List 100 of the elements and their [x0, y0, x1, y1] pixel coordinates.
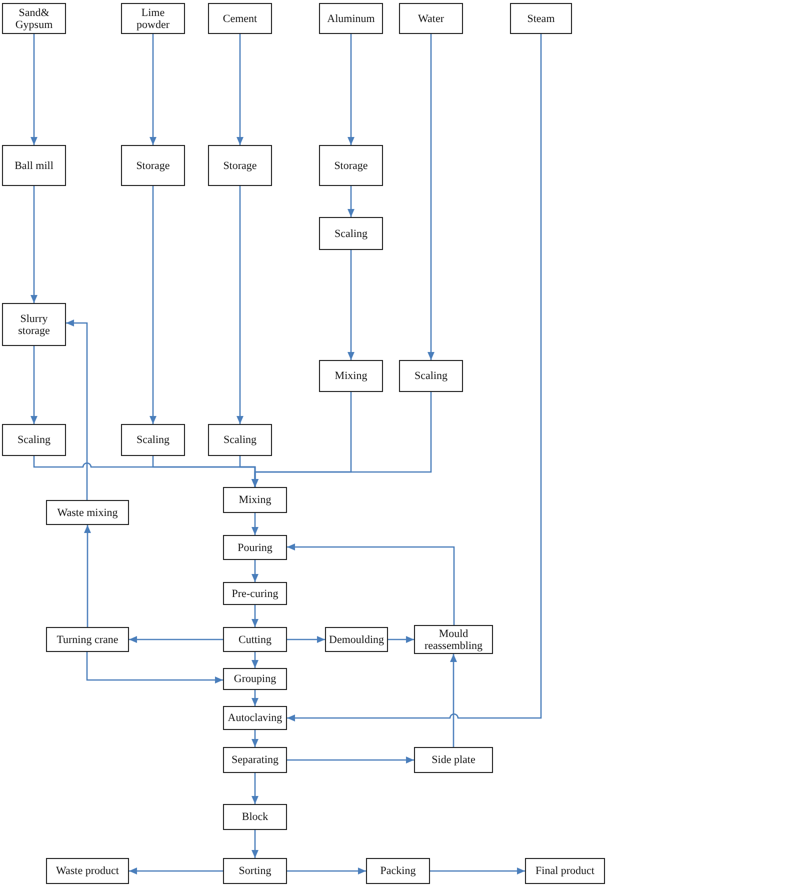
step-label: Pre-curing — [232, 588, 278, 600]
step-label: Mixing — [238, 494, 272, 506]
step-label: Grouping — [234, 673, 276, 685]
step-label: Scaling — [224, 434, 256, 446]
arrow — [287, 544, 455, 625]
step-label: Cutting — [238, 634, 272, 646]
process-box — [325, 627, 388, 652]
process-box — [223, 706, 287, 730]
arrow — [252, 730, 258, 747]
arrow — [252, 773, 258, 804]
arrow — [86, 652, 223, 684]
step-label: Sand& Gypsum — [14, 6, 54, 30]
process-box — [319, 217, 383, 250]
step-label: Aluminum — [327, 12, 375, 24]
process-box — [223, 804, 287, 830]
process-box — [46, 627, 129, 652]
process-box — [223, 487, 287, 513]
arrow — [287, 636, 325, 643]
process-box — [2, 3, 66, 34]
process-box — [2, 145, 66, 186]
step-label: Scaling — [414, 370, 448, 382]
arrow — [252, 392, 432, 487]
arrow — [66, 320, 88, 500]
arrow — [287, 34, 542, 722]
arrow — [287, 868, 366, 874]
arrow — [252, 513, 258, 535]
arrow — [84, 525, 91, 627]
process-box — [223, 627, 287, 652]
step-label: Waste product — [56, 865, 119, 877]
arrow — [30, 34, 38, 145]
arrow — [287, 756, 414, 764]
step-label: Final product — [536, 865, 594, 877]
arrow — [348, 34, 354, 145]
step-label: Scaling — [18, 434, 50, 446]
arrow — [129, 868, 223, 874]
arrow — [236, 34, 244, 145]
process-box — [223, 747, 287, 773]
step-label: Steam — [527, 12, 555, 24]
step-label: Block — [242, 811, 268, 823]
step-label: Storage — [136, 160, 170, 172]
arrow — [252, 830, 258, 858]
step-label: Scaling — [334, 228, 368, 240]
process-box — [510, 3, 572, 34]
process-box — [2, 303, 66, 346]
process-box — [121, 3, 185, 34]
step-label: Pouring — [238, 542, 272, 554]
process-box — [525, 858, 605, 884]
process-box — [121, 145, 185, 186]
step-label: Turning crane — [56, 634, 118, 646]
arrow — [252, 605, 258, 627]
arrow — [252, 690, 258, 706]
process-box — [414, 747, 493, 773]
arrow — [30, 186, 38, 303]
step-label: Lime powder — [136, 6, 170, 30]
arrow — [348, 186, 354, 217]
process-box — [208, 424, 272, 456]
process-box — [223, 668, 287, 690]
process-box — [319, 145, 383, 186]
arrow — [150, 34, 156, 145]
step-label: Slurry storage — [17, 312, 51, 336]
arrow — [129, 636, 223, 643]
process-box — [208, 3, 272, 34]
arrow — [150, 186, 156, 424]
process-box — [223, 582, 287, 605]
step-label: Mixing — [334, 370, 368, 382]
step-label: Demoulding — [329, 634, 384, 646]
process-box — [223, 535, 287, 560]
step-label: Packing — [380, 865, 416, 877]
process-box — [2, 424, 66, 456]
process-box — [399, 360, 463, 392]
arrow — [252, 652, 258, 668]
step-label: Scaling — [136, 434, 170, 446]
process-box — [208, 145, 272, 186]
process-box — [121, 424, 185, 456]
step-label: Storage — [223, 160, 257, 172]
step-label: Separating — [231, 754, 279, 766]
step-label: Cement — [222, 12, 258, 24]
arrow — [348, 250, 354, 360]
step-label: Autoclaving — [228, 712, 282, 724]
step-label: Water — [418, 12, 444, 24]
step-label: Waste mixing — [57, 506, 118, 518]
process-box — [366, 858, 430, 884]
process-box — [46, 858, 129, 884]
step-label: Side plate — [432, 754, 476, 766]
arrow — [388, 636, 414, 643]
process-box — [46, 500, 129, 525]
process-box — [319, 360, 383, 392]
step-label: Storage — [334, 160, 368, 172]
step-label: Sorting — [238, 865, 272, 877]
process-box — [414, 625, 493, 654]
process-box — [399, 3, 463, 34]
process-box — [223, 858, 287, 884]
arrow — [236, 186, 244, 424]
process-box — [319, 3, 383, 34]
arrow — [30, 346, 38, 424]
arrow — [430, 868, 525, 874]
arrow — [428, 34, 434, 360]
arrow — [252, 560, 258, 582]
step-label: Mould reassembling — [423, 628, 484, 652]
step-label: Ball mill — [14, 160, 54, 172]
